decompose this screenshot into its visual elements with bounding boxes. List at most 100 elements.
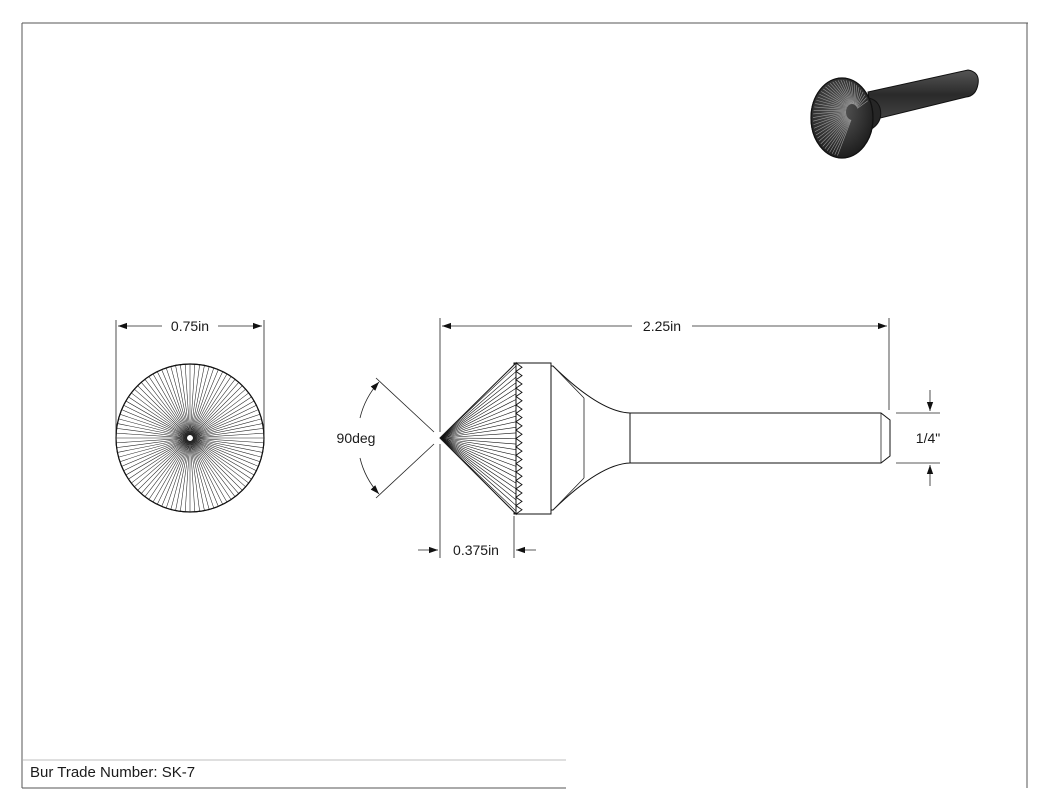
flute-line: [165, 440, 190, 509]
flute-line: [832, 81, 851, 105]
flute-line: [161, 440, 190, 507]
flute-line: [812, 111, 847, 118]
flute-line: [439, 437, 517, 501]
flute-line: [141, 382, 189, 436]
flute-line: [134, 389, 188, 437]
flute-line: [820, 117, 848, 145]
flute-line: [439, 371, 517, 439]
flute-line: [123, 405, 188, 437]
flute-line: [192, 439, 249, 484]
flute-line: [813, 110, 847, 115]
flute-line: [822, 117, 849, 147]
shank-diameter-label: 1/4": [916, 430, 940, 446]
flute-line: [128, 439, 188, 480]
flute-line: [118, 418, 188, 438]
flute-line: [821, 91, 848, 107]
flute-line: [190, 367, 215, 436]
flute-line: [840, 79, 853, 105]
flute-line: [439, 388, 517, 439]
flute-line: [192, 439, 252, 480]
flute-line: [121, 438, 188, 467]
flute-line: [137, 439, 189, 491]
flute-line: [157, 440, 189, 505]
flute-line: [190, 440, 210, 510]
flute-line: [823, 88, 849, 107]
flute-line: [439, 437, 517, 489]
flute-line: [180, 440, 190, 512]
flute-line: [856, 94, 866, 108]
flute-line: [439, 432, 517, 439]
flute-line: [819, 93, 848, 108]
dimension-head-diameter: 0.75in: [115, 318, 265, 440]
flute-line: [439, 437, 517, 450]
flute-line: [125, 439, 188, 476]
title-block: Bur Trade Number: SK-7: [22, 759, 566, 781]
flute-line: [439, 437, 517, 462]
flute-line: [192, 439, 255, 476]
flute-line: [826, 118, 850, 151]
flute-line: [192, 438, 261, 463]
flute-line: [813, 112, 847, 122]
flute-line: [184, 364, 191, 436]
flute-line: [192, 438, 263, 453]
flute-line: [192, 438, 259, 467]
flute-line: [123, 439, 188, 471]
flute-line: [439, 437, 517, 467]
flute-line: [175, 365, 190, 436]
flute-line: [835, 80, 851, 105]
flute-line: [439, 415, 517, 439]
flute-line: [189, 440, 196, 512]
flute-line: [117, 423, 188, 438]
flute-line: [192, 438, 264, 448]
flute-line: [856, 97, 867, 108]
flute-line: [189, 364, 196, 436]
flute-line: [190, 365, 205, 436]
flute-line: [815, 103, 847, 110]
flute-line: [144, 440, 189, 497]
flute-line: [439, 427, 517, 439]
flute-line: [817, 96, 848, 108]
flute-line: [834, 119, 851, 155]
drawing-border: [21, 22, 1028, 789]
flute-line: [855, 87, 860, 106]
flute-line: [116, 437, 188, 444]
flute-line: [191, 371, 223, 436]
flute-line: [439, 382, 517, 439]
flute-line: [131, 439, 188, 484]
flute-line: [814, 114, 847, 132]
flute-line: [190, 440, 200, 512]
flute-line: [119, 413, 188, 438]
flute-line: [137, 385, 189, 437]
flute-line: [854, 85, 857, 106]
flute-line: [170, 366, 190, 436]
flute-line: [190, 440, 219, 507]
flute-line: [825, 86, 849, 106]
flute-line: [192, 437, 264, 444]
flute-line: [116, 428, 188, 438]
dimension-shank-diameter: 1/4": [896, 390, 940, 486]
flute-line: [439, 437, 517, 484]
flute-line: [439, 376, 517, 439]
flute-line: [190, 440, 205, 511]
flute-line: [180, 364, 190, 436]
flute-line: [191, 373, 228, 436]
flute-line: [192, 423, 263, 438]
flute-line: [439, 437, 517, 495]
flute-line: [829, 119, 850, 153]
flute-line: [439, 437, 517, 439]
flute-line: [125, 400, 188, 437]
flute-line: [439, 421, 517, 439]
flute-line: [816, 99, 847, 109]
flute-line: [439, 437, 517, 456]
flute-line: [121, 409, 188, 438]
flute-line: [439, 437, 517, 445]
flute-line: [190, 440, 215, 509]
flute-line: [191, 439, 243, 491]
flute-line: [144, 379, 189, 436]
flute-line: [857, 100, 869, 109]
overall-length-label: 2.25in: [643, 318, 681, 334]
flute-line: [192, 438, 262, 458]
flute-line: [117, 438, 188, 453]
dimension-head-length: 0.375in: [418, 444, 536, 558]
